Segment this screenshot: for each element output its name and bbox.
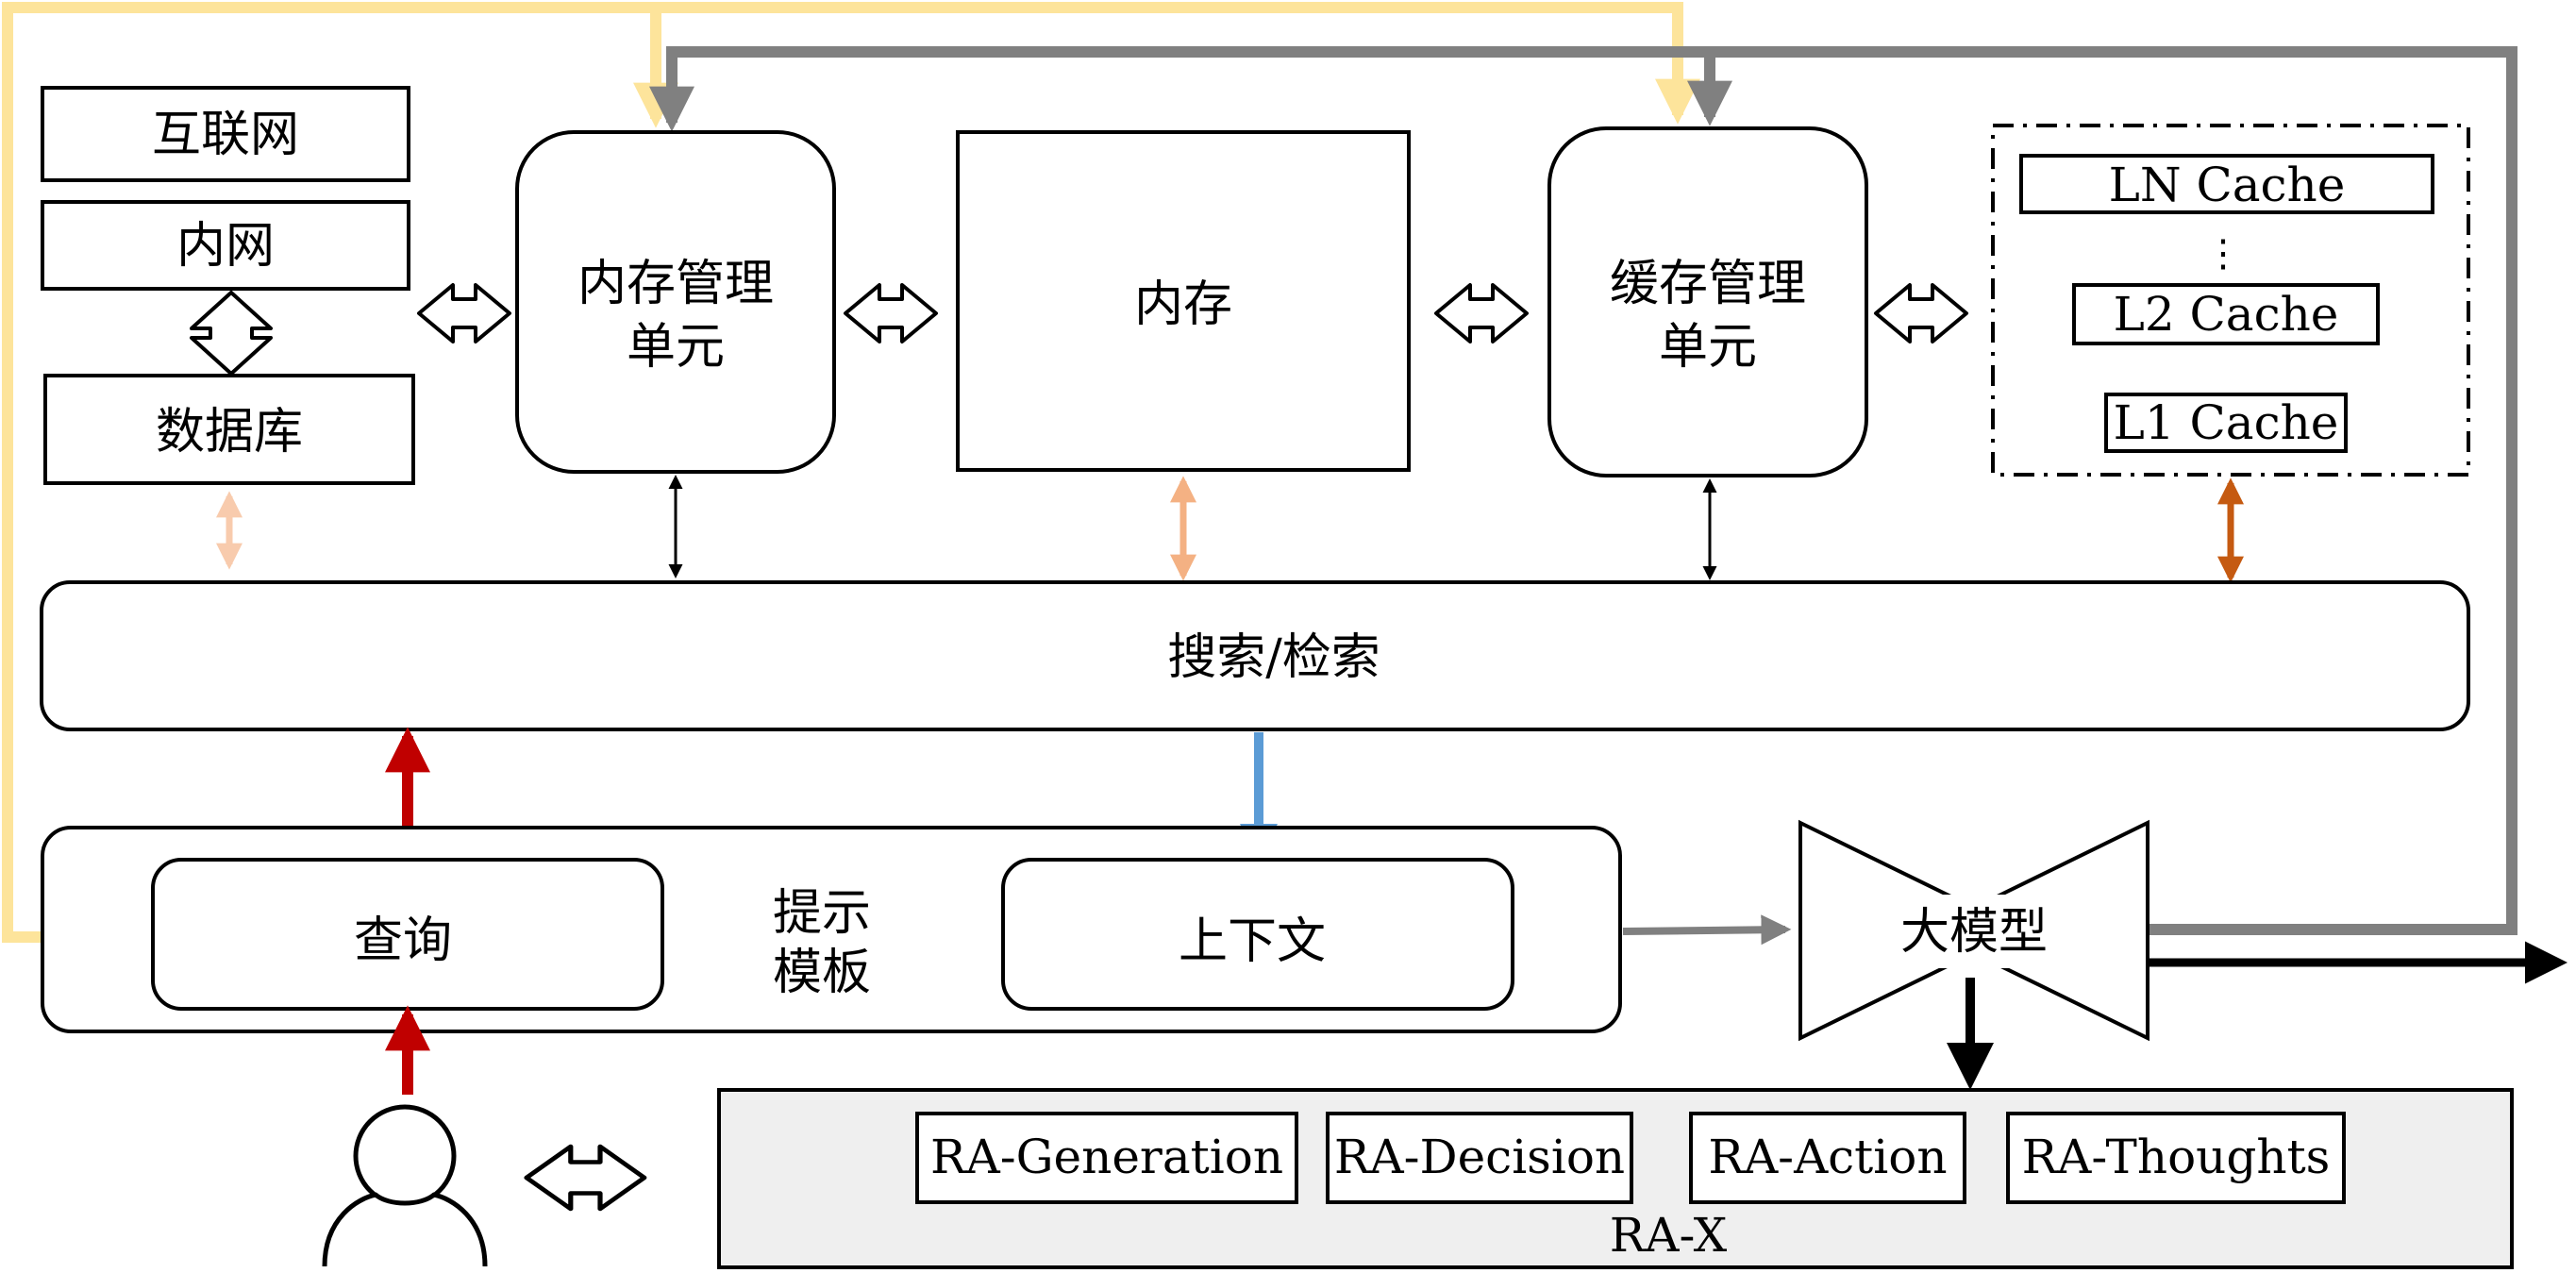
memory-manager-box [515,130,836,474]
prompt-llm-arrow [1622,914,1792,946]
context-label: 上下文 [1179,913,1326,970]
query-label: 查询 [354,913,452,969]
double-arrow-icon [190,291,273,376]
rax-item-label: RA-Decision [1334,1130,1625,1184]
rax-item-box [1326,1112,1633,1204]
database-label: 数据库 [156,404,303,461]
user-icon [322,1104,488,1267]
llm-label-bg [1889,895,2059,968]
double-arrow-icon [844,283,938,343]
rax-item-label: RA-Action [1708,1130,1947,1184]
l2-cache-label: L2 Cache [2114,287,2339,342]
prompt-template-label-1: 提示 [773,885,871,942]
double-arrow-icon [1874,283,1968,343]
ln-cache-box [2019,154,2434,214]
l1-cache-box [2104,393,2348,453]
memory-label: 内存 [1134,276,1232,333]
llm-label: 大模型 [1900,904,2048,961]
gray-feedback-line [649,46,2517,935]
rax-label: RA-X [1610,1208,1728,1263]
double-arrow-icon [1434,283,1529,343]
rax-item-box [2006,1112,2346,1204]
internet-label: 互联网 [152,107,299,163]
cache-manager-box [1547,126,1868,477]
intranet-box [41,200,410,291]
l1-cache-label: L1 Cache [2114,395,2339,450]
l2-cache-box [2072,283,2380,345]
search-label: 搜索/检索 [1167,629,1380,686]
prompt-template-label-2: 模板 [773,945,871,1001]
double-arrow-icon [527,1147,644,1209]
memory-box [956,130,1411,472]
database-box [43,374,415,485]
rax-item-label: RA-Generation [930,1130,1283,1184]
memory-manager-label-1: 内存管理 [577,256,774,312]
rax-item-box [915,1112,1298,1204]
intranet-label: 内网 [176,218,275,275]
context-box [1001,858,1514,1011]
cache-manager-label-1: 缓存管理 [1610,256,1806,312]
rax-item-box [1689,1112,1966,1204]
cache-group [1991,124,2470,477]
double-arrow-icon [417,283,511,343]
memory-manager-label-2: 单元 [627,319,725,376]
cache-ellipsis: ⋮ [2204,232,2242,276]
internet-box [41,86,410,182]
cache-manager-label-2: 单元 [1659,319,1757,376]
search-box [40,580,2470,731]
ln-cache-label: LN Cache [2109,158,2346,212]
rax-item-label: RA-Thoughts [2022,1130,2331,1184]
